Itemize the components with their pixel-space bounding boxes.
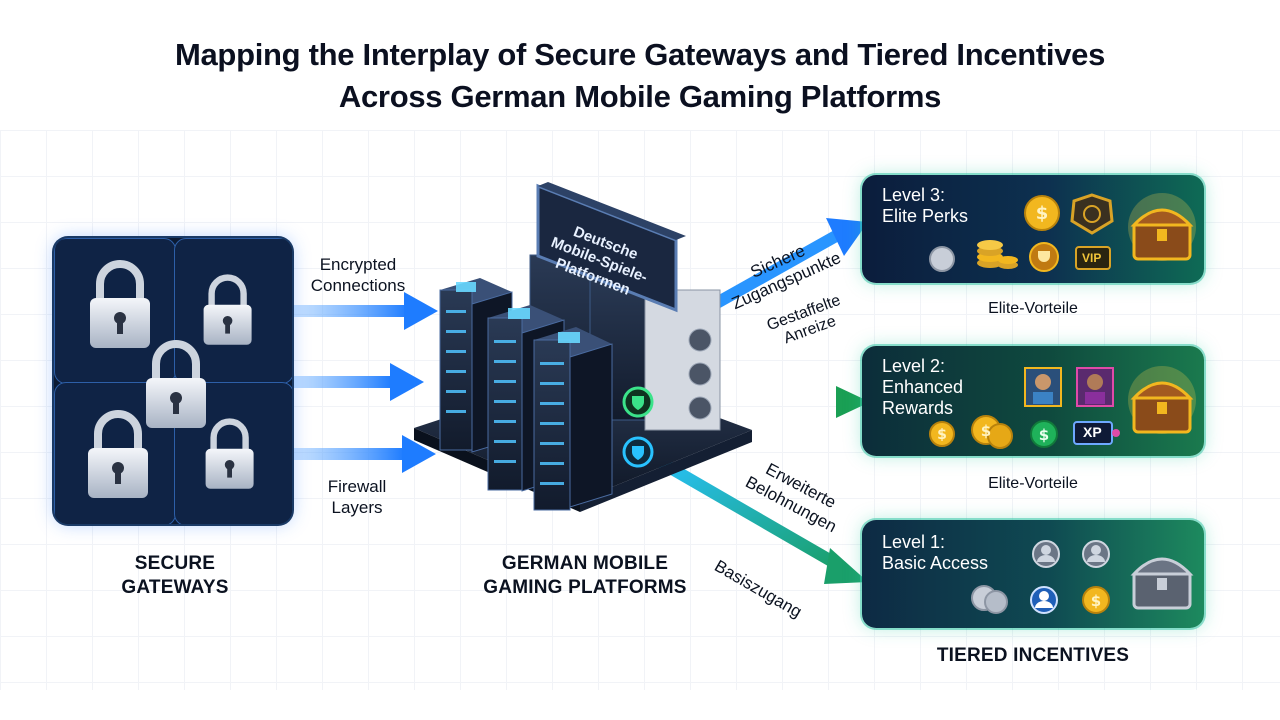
tier-level-3-card[interactable]: Level 3: Elite Perks $ VIP	[862, 175, 1204, 283]
treasure-chest-icon	[1130, 557, 1194, 610]
padlock-icon	[88, 410, 148, 498]
title-line-1: Mapping the Interplay of Secure Gateways…	[174, 37, 1106, 72]
gold-coin-icon: $	[929, 421, 955, 447]
svg-text:$: $	[1039, 426, 1049, 444]
fan-icon	[688, 362, 712, 386]
label-line: Connections	[310, 276, 406, 295]
coin-pile-icon: $	[971, 415, 1013, 449]
tier-level-1-title: Level 1: Basic Access	[882, 532, 988, 574]
user-icon	[1082, 540, 1110, 568]
fan-icon	[688, 396, 712, 420]
shield-badge-icon	[622, 386, 654, 418]
arrow-encrypted	[258, 292, 438, 330]
shield-badge-icon	[622, 436, 654, 468]
treasure-chest-icon	[1128, 193, 1196, 261]
page-title: Mapping the Interplay of Secure Gateways…	[0, 34, 1280, 118]
tier-level-2-icons: $ $ $	[929, 366, 1196, 449]
coin-stack-icon	[977, 240, 1018, 269]
padlock-icon	[90, 260, 150, 348]
caption-line: GERMAN MOBILE	[501, 553, 669, 574]
label-line: Firewall	[327, 477, 387, 496]
tier-level-2-caption: Elite-Vorteile	[988, 475, 1078, 492]
tier-level-3-title: Level 3: Elite Perks	[882, 185, 968, 227]
caption-line: GAMING PLATFORMS	[483, 577, 687, 598]
avatar-icon	[1076, 367, 1114, 407]
arrow-to-level1	[642, 449, 868, 584]
tier-title-line: Rewards	[882, 398, 954, 418]
padlock-icon	[203, 274, 252, 345]
tier-title-line: Level 2:	[882, 356, 946, 376]
arrow-firewall	[258, 435, 436, 473]
avatar-icon	[1024, 367, 1062, 407]
xp-badge-icon	[1073, 421, 1120, 445]
tier-title-line: Elite Perks	[882, 206, 969, 226]
tier-title-line: Level 1:	[882, 532, 946, 552]
padlock-icon	[205, 418, 254, 489]
caption-line: GATEWAYS	[121, 577, 229, 598]
fan-icon	[688, 328, 712, 352]
platform-caption: GERMAN MOBILE GAMING PLATFORMS	[460, 552, 710, 600]
server-rack	[533, 327, 613, 511]
label-line: Layers	[331, 498, 383, 517]
silver-coin-icon	[929, 246, 955, 272]
tier-level-1-card[interactable]: Level 1: Basic Access $	[862, 520, 1204, 628]
firewall-layers-label: Firewall Layers	[312, 476, 402, 518]
trophy-badge-icon	[1029, 242, 1059, 272]
vip-label: VIP	[1082, 251, 1102, 265]
secure-gateways-caption: SECURE GATEWAYS	[80, 552, 270, 600]
gold-coin-icon: $	[1082, 586, 1110, 614]
tier-level-2-card[interactable]: Level 2: Enhanced Rewards $ $ $ XP	[862, 346, 1204, 456]
tier-level-2-title: Level 2: Enhanced Rewards	[882, 356, 963, 419]
vip-badge-icon	[1075, 246, 1111, 270]
tiered-incentives-caption: TIERED INCENTIVES	[936, 645, 1130, 666]
tier-title-line: Basic Access	[882, 553, 989, 573]
svg-text:$: $	[981, 422, 991, 440]
xp-label: XP	[1083, 424, 1102, 440]
rack-leds	[446, 310, 564, 485]
gold-coin-icon: $	[1024, 195, 1060, 231]
tier-level-3-caption: Elite-Vorteile	[988, 300, 1078, 317]
encrypted-connections-label: Encrypted Connections	[298, 254, 418, 296]
green-coin-icon: $	[1030, 420, 1058, 448]
svg-text:$: $	[1091, 592, 1101, 610]
title-line-2: Across German Mobile Gaming Platforms	[338, 79, 942, 114]
silver-coins-icon	[971, 585, 1008, 614]
padlock-icon	[146, 340, 206, 428]
label-line: Encrypted	[319, 255, 397, 274]
caption-line: SECURE	[134, 553, 216, 574]
tier-title-line: Level 3:	[882, 185, 946, 205]
user-account-icon	[1030, 586, 1058, 614]
tier-level-3-icons: $	[929, 193, 1196, 272]
treasure-chest-icon	[1128, 366, 1196, 434]
svg-text:$: $	[937, 427, 947, 443]
svg-text:$: $	[1036, 203, 1049, 224]
tier-level-1-icons: $	[971, 540, 1194, 614]
tier-title-line: Enhanced	[882, 377, 964, 397]
user-icon	[1032, 540, 1060, 568]
elite-badge-icon	[1070, 193, 1114, 235]
